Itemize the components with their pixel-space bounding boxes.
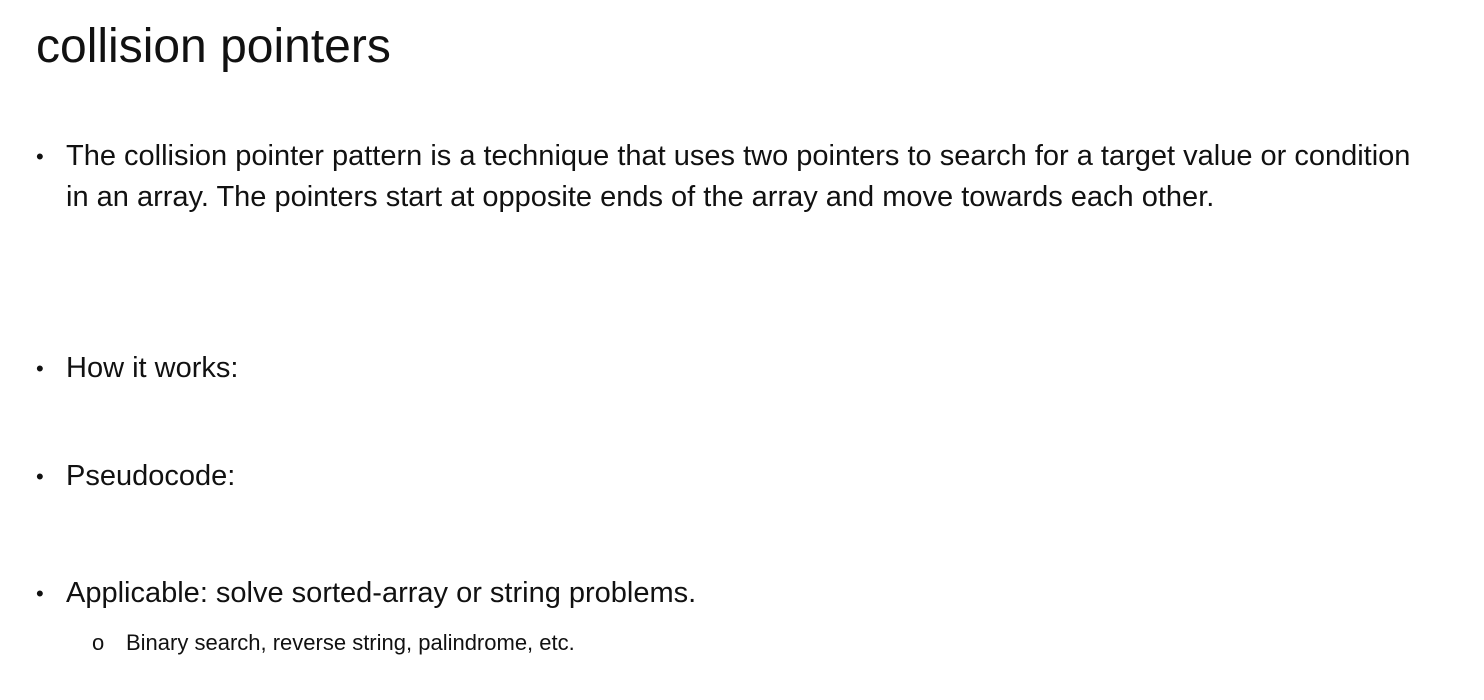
- bullet-text: How it works:: [66, 352, 239, 384]
- bullet-marker: •: [36, 144, 44, 169]
- sub-bullet-text: Binary search, reverse string, palindrom…: [126, 630, 575, 655]
- bullet-marker: •: [36, 464, 44, 489]
- slide-title: collision pointers: [36, 20, 391, 73]
- bullet-item: • Applicable: solve sorted-array or stri…: [36, 573, 1416, 614]
- bullet-text: Applicable: solve sorted-array or string…: [66, 577, 697, 609]
- bullet-text: Pseudocode:: [66, 460, 236, 492]
- bullet-text: The collision pointer pattern is a techn…: [66, 140, 1411, 213]
- bullet-marker: •: [36, 356, 44, 381]
- sub-bullet-item: o Binary search, reverse string, palindr…: [92, 628, 1392, 658]
- sub-bullet-marker: o: [92, 630, 105, 655]
- bullet-item: • The collision pointer pattern is a tec…: [36, 136, 1416, 218]
- bullet-item: • Pseudocode:: [36, 456, 1416, 497]
- bullet-marker: •: [36, 581, 44, 606]
- bullet-item: • How it works:: [36, 348, 1416, 389]
